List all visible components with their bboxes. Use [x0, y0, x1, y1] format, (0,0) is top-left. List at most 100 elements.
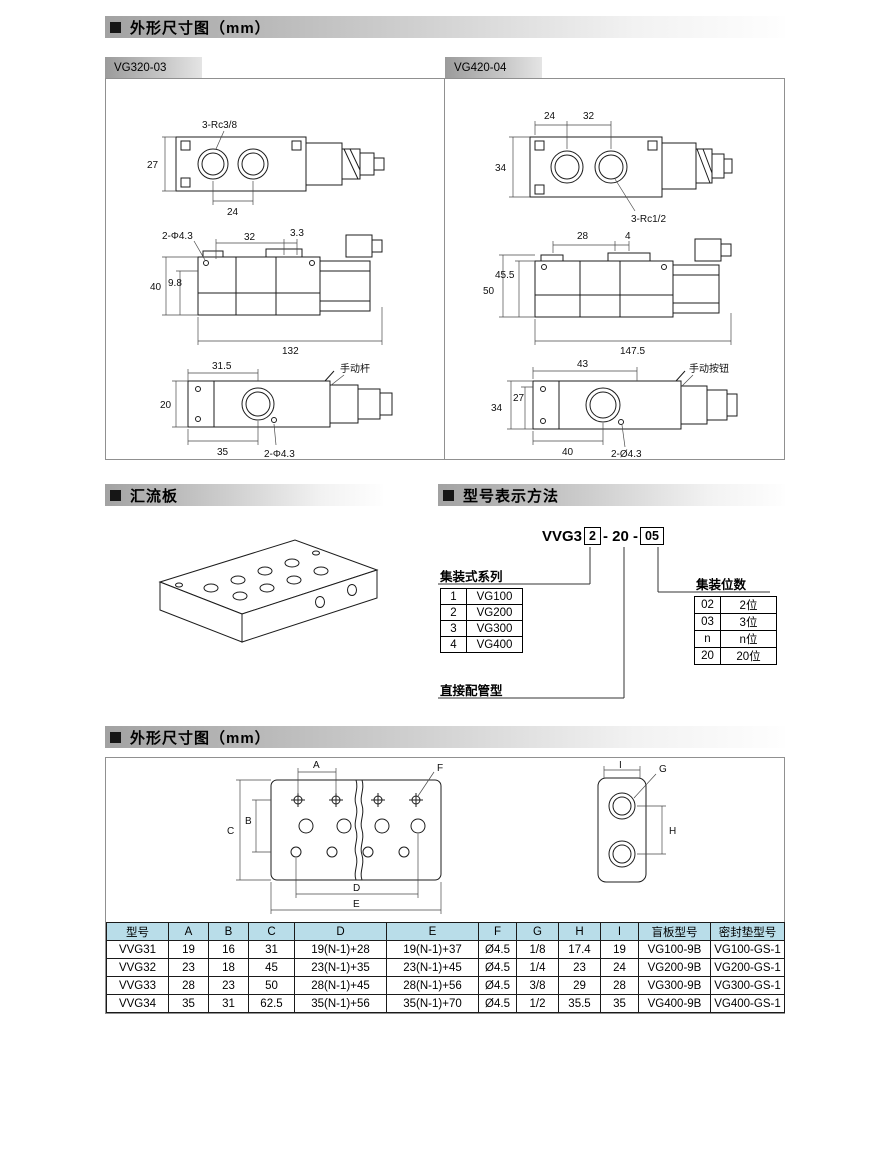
letter-label: I [619, 760, 622, 771]
dim-label: 34 [495, 163, 507, 174]
thread-label: 3-Rc3/8 [202, 120, 237, 131]
model-code: VVG3 2 - 20 - 05 [542, 527, 666, 545]
cell: 31 [208, 994, 249, 1013]
dim-label: 32 [244, 232, 256, 243]
cell: 24 [600, 958, 639, 977]
button-label: 手动按钮 [689, 362, 729, 375]
section-title: 外形尺寸图（mm） [130, 729, 271, 747]
column-header: H [558, 922, 601, 941]
cell: 35(N-1)+56 [294, 994, 387, 1013]
cell: VVG31 [106, 940, 169, 959]
cell: VVG33 [106, 976, 169, 995]
model-code-middle: - 20 - [602, 527, 638, 545]
cell: 19(N-1)+28 [294, 940, 387, 959]
dim-label: 147.5 [620, 346, 645, 357]
dim-label: 24 [544, 111, 556, 122]
cell: 28(N-1)+45 [294, 976, 387, 995]
section-marker-icon [110, 489, 121, 501]
section-title: 外形尺寸图（mm） [130, 19, 271, 37]
cell: 17.4 [558, 940, 601, 959]
manifold-body [158, 539, 379, 643]
panel-divider [444, 79, 445, 459]
section-header-manifold: 汇流板 [105, 484, 383, 506]
section-header-model: 型号表示方法 [438, 484, 785, 506]
cell: 1/8 [516, 940, 559, 959]
column-header: 盲板型号 [638, 922, 711, 941]
column-header: B [208, 922, 249, 941]
cell: 02 [694, 596, 721, 614]
cell: 19 [168, 940, 209, 959]
letter-label: B [245, 816, 252, 827]
panel-tab-vg420: VG420-04 [445, 57, 542, 78]
direct-piping-label: 直接配管型 [440, 684, 503, 698]
letter-label: G [659, 764, 667, 775]
vg320-front-view [197, 234, 383, 316]
cell: n位 [720, 630, 777, 648]
cell: VG200-GS-1 [710, 958, 785, 977]
dim-label: 4 [625, 231, 631, 242]
dim-label: 40 [562, 447, 574, 458]
letter-label: A [313, 760, 320, 771]
cell: VG200-9B [638, 958, 711, 977]
column-header: C [248, 922, 295, 941]
vg420-top-view [529, 136, 733, 198]
section-marker-icon [443, 489, 454, 501]
dim-label: 27 [147, 160, 159, 171]
vg420-drawing: 24 32 34 3-Rc1/2 28 [483, 111, 738, 459]
cell: 19 [600, 940, 639, 959]
cell: 2 [440, 604, 467, 621]
cell: 23(N-1)+45 [386, 958, 479, 977]
cell: n [694, 630, 721, 648]
cell: 3/8 [516, 976, 559, 995]
cell: VG100 [466, 588, 523, 605]
vg420-top-dims [509, 121, 636, 212]
cell: 1 [440, 588, 467, 605]
manifold-side-dims [603, 766, 666, 855]
cell: Ø4.5 [478, 940, 517, 959]
cell: VG400-9B [638, 994, 711, 1013]
manifold-top-view [270, 779, 442, 881]
letter-label: E [353, 899, 360, 910]
cell: 28 [600, 976, 639, 995]
cell: 2位 [720, 596, 777, 614]
dim-label: 43 [577, 359, 589, 370]
cell: 23 [558, 958, 601, 977]
cell: 1/2 [516, 994, 559, 1013]
lever-label: 手动杆 [340, 362, 370, 375]
model-code-stations-box: 05 [640, 527, 664, 545]
cell: VG300-9B [638, 976, 711, 995]
cell: 4 [440, 636, 467, 653]
stations-label: 集装位数 [696, 578, 747, 592]
manifold-dimension-drawing: A F C B D E I G H [227, 760, 676, 914]
cell: VG300-GS-1 [710, 976, 785, 995]
dim-label: 45.5 [495, 270, 515, 281]
cell: 23 [208, 976, 249, 995]
thread-label: 3-Rc1/2 [631, 214, 666, 225]
holes-label: 2-Ø4.3 [611, 449, 642, 459]
dim-label: 24 [227, 207, 239, 218]
vg320-drawing: 3-Rc3/8 27 24 2-Φ4 [147, 120, 393, 459]
cell: 23(N-1)+35 [294, 958, 387, 977]
column-header: G [516, 922, 559, 941]
manifold-top-dims [236, 768, 442, 914]
cell: 18 [208, 958, 249, 977]
letter-label: F [437, 763, 443, 774]
dim-label: 32 [583, 111, 595, 122]
cell: VG300 [466, 620, 523, 637]
tab-label: VG420-04 [454, 61, 507, 74]
letter-label: D [353, 883, 360, 894]
